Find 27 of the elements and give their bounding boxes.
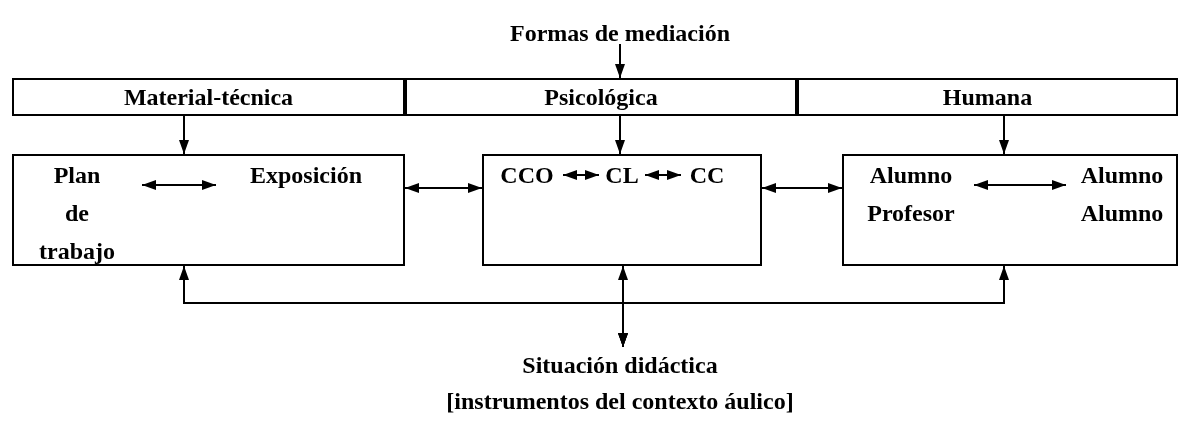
arrow (141, 180, 217, 190)
node-label: CC (682, 156, 732, 194)
node-label: CCO (492, 156, 562, 194)
box-shape (482, 154, 762, 266)
node-label: Alumno Profesor (867, 156, 955, 232)
arrow (562, 170, 600, 180)
arrow (615, 43, 625, 79)
node-label: CL (600, 156, 644, 194)
arrow (761, 183, 843, 193)
arrow (404, 183, 483, 193)
arrow (179, 115, 189, 155)
category-header: Humana (797, 78, 1178, 116)
box-shape (842, 154, 1178, 266)
category-header: Material-técnica (12, 78, 405, 116)
box-shape (12, 154, 405, 266)
category-header: Psicológica (405, 78, 797, 116)
node-label: Formas de mediación (480, 14, 760, 52)
node-subtitle: [instrumentos del contexto áulico] (446, 387, 794, 416)
arrow (615, 115, 625, 155)
node-label: Alumno Alumno (1080, 156, 1164, 232)
node-label: Plan de trabajo (39, 156, 115, 270)
arrow (973, 180, 1067, 190)
node-label: Situación didáctica (522, 351, 718, 380)
arrow (644, 170, 682, 180)
node-label: Exposición (226, 156, 386, 194)
arrow (618, 265, 1009, 348)
arrow (999, 115, 1009, 155)
